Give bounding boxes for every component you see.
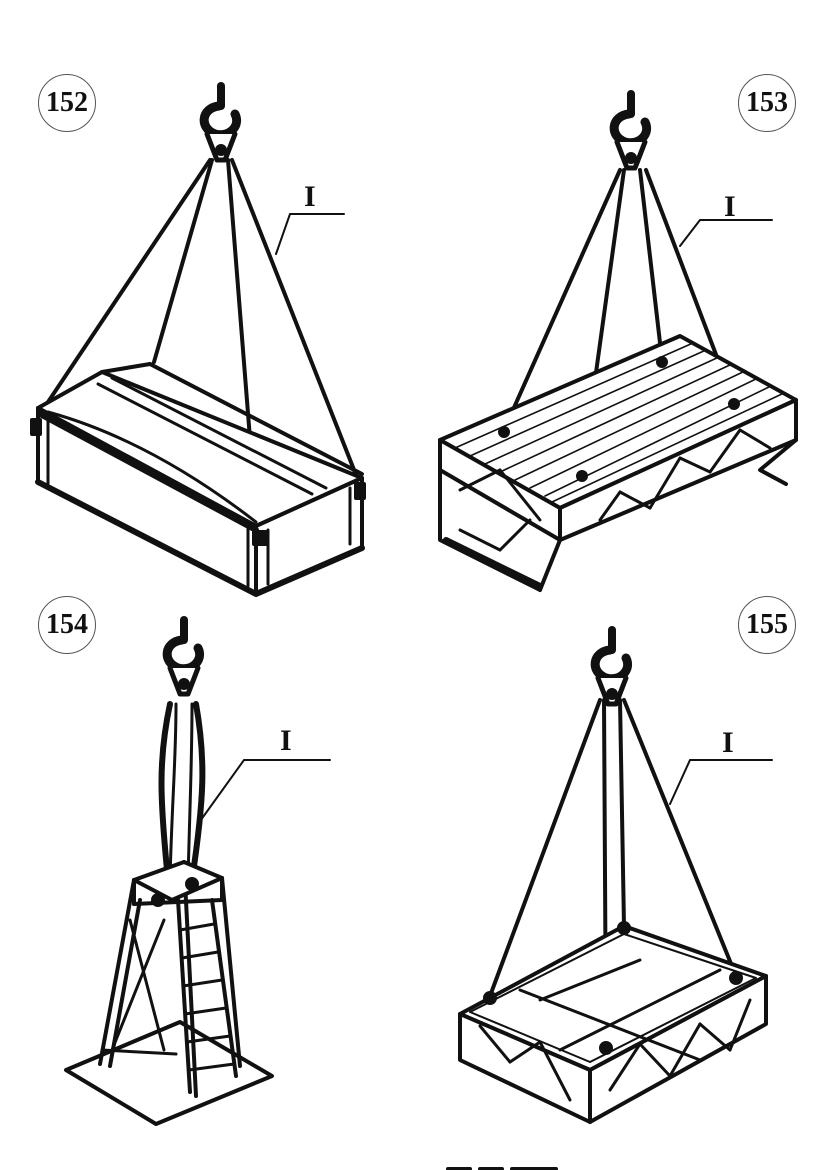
figure-154-drawing	[64, 620, 331, 1126]
figure-152-drawing	[30, 86, 366, 597]
figure-153-number: 153	[738, 74, 796, 132]
figure-152-number: 152	[38, 74, 96, 132]
figure-155-sling-label: I	[722, 726, 734, 759]
figure-152-sling-label: I	[304, 180, 316, 213]
figure-153-sling-label: I	[724, 190, 736, 223]
figure-155-number: 155	[738, 596, 796, 654]
figure-154-number: 154	[38, 596, 96, 654]
figure-153-drawing	[438, 94, 798, 592]
figure-154-sling-label: I	[280, 724, 292, 757]
figure-155-drawing	[458, 630, 773, 1124]
